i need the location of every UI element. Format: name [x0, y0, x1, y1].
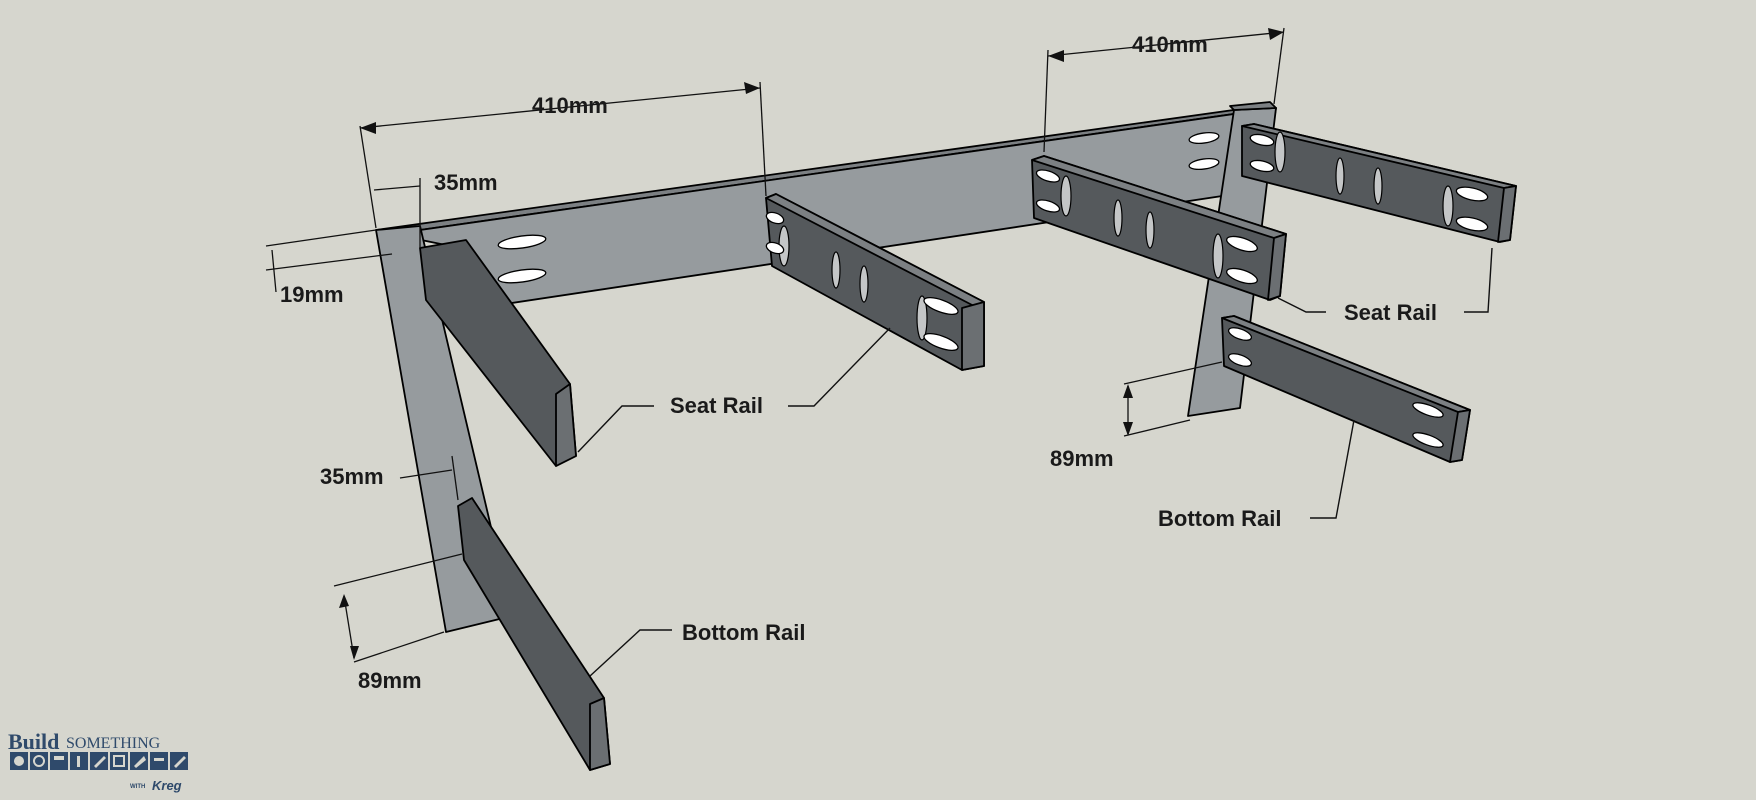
- left-seat-rail-board: [419, 239, 577, 467]
- far-right-seat-rail-board: [1241, 123, 1517, 243]
- buildsomething-kreg-logo: Build SOMETHING WITH Kreg: [8, 729, 188, 793]
- dimension-length-right: 410mm: [1132, 32, 1208, 57]
- logo-kreg-text: Kreg: [152, 778, 182, 793]
- dimension-rail-height-left: 89mm: [358, 668, 422, 693]
- left-bottom-rail-board: [457, 497, 611, 771]
- dimension-lines: [265, 27, 1285, 663]
- right-seat-rail-board: [1031, 155, 1287, 301]
- logo-build-text: Build: [8, 729, 59, 754]
- dimension-top-offset: 35mm: [434, 170, 498, 195]
- dimension-rail-height-right: 89mm: [1050, 446, 1114, 471]
- label-seat-rail-right: Seat Rail: [1344, 300, 1437, 325]
- label-bottom-rail-left: Bottom Rail: [682, 620, 805, 645]
- logo-with-text: WITH: [130, 784, 145, 790]
- label-bottom-rail-right: Bottom Rail: [1158, 506, 1281, 531]
- dimension-leg-offset: 35mm: [320, 464, 384, 489]
- logo-tool-icons: [10, 752, 188, 770]
- logo-something-text: SOMETHING: [66, 735, 161, 752]
- label-seat-rail-left: Seat Rail: [670, 393, 763, 418]
- middle-seat-rail-board: [765, 193, 985, 371]
- back-board: [375, 105, 1277, 307]
- dimension-length-left: 410mm: [532, 93, 608, 118]
- right-bottom-rail-board: [1221, 315, 1471, 463]
- dimension-thickness: 19mm: [280, 282, 344, 307]
- leader-lines: [577, 247, 1493, 677]
